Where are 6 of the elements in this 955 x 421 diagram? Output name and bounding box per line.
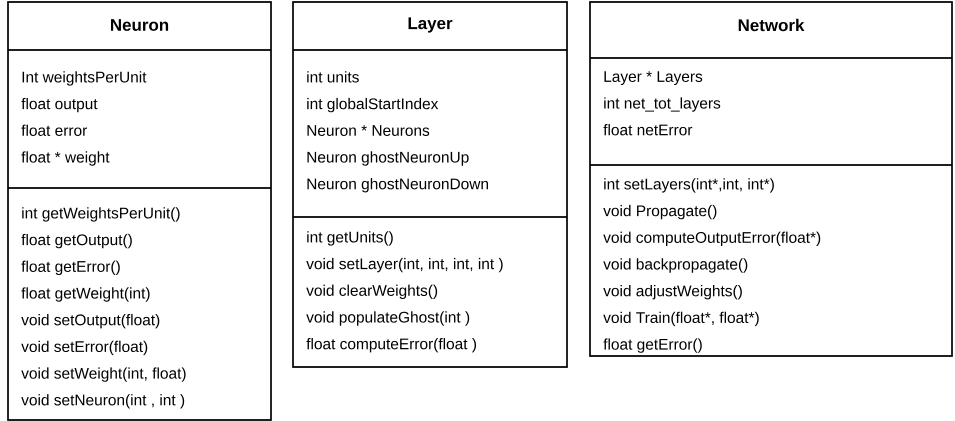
compartment-text: Layer * Layers int net_tot_layers float netError (603, 71, 720, 136)
compartment-text: int units int globalStartIndex Neuron * Neurons Neuron ghostNeuronUp Neuron ghostNeuronDown (307, 71, 488, 192)
compartment-text: int getUnits() void setLayer(int, int, int, int ) void clearWeights() void populateGhost(int ) float computeError(float ) (306, 231, 503, 352)
compartment-text: int setLayers(int*,int, int*) void Propagate() void computeOutputError(float*) void backpropagate() void adjustWeights() void Train(float*, float*) float getError() (603, 178, 820, 353)
compartment-text: Int weightsPerUnit float output float error float * weight (21, 71, 146, 166)
compartment-text: int getWeightsPerUnit() float getOutput() float getError() float getWeight(int) void setOutput(float) void setError(float) void setWeight(int, float) void setNeuron(int , int ) (21, 207, 186, 408)
